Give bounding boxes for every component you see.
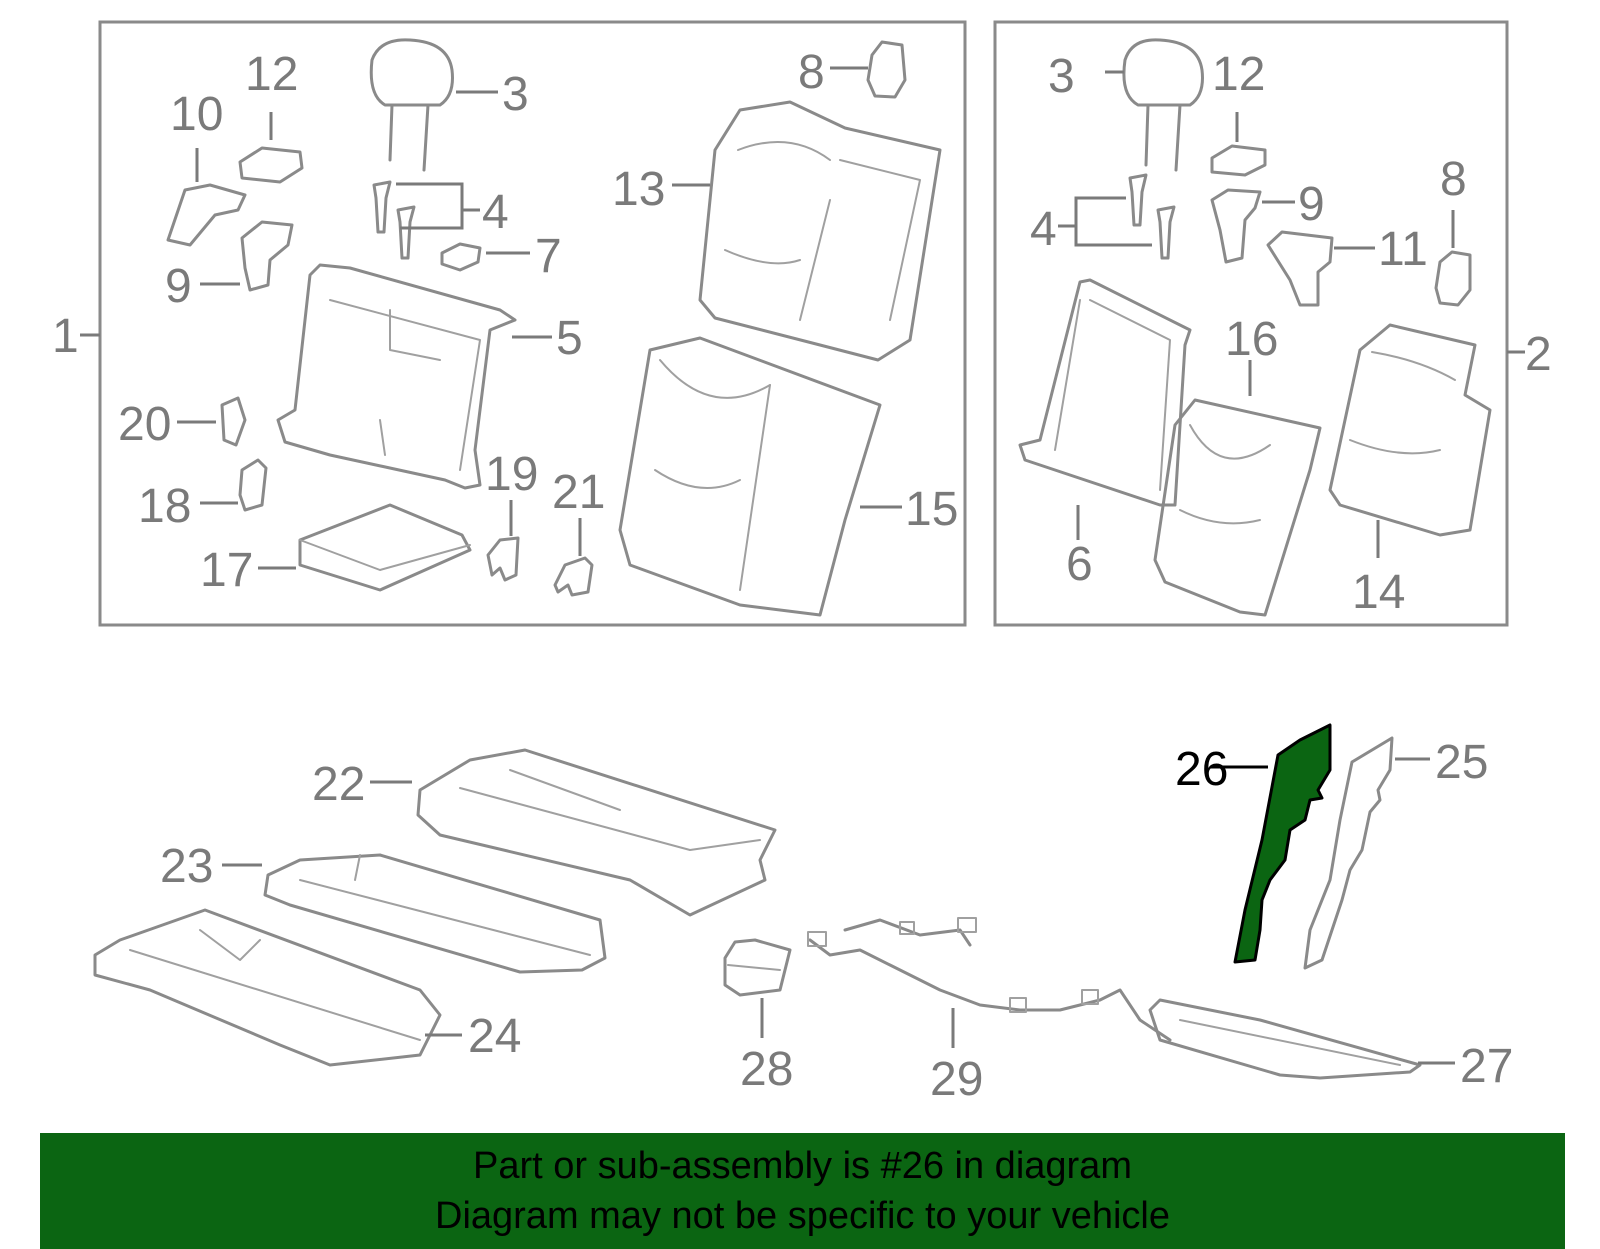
part-14-seatback-cover-right <box>1328 323 1492 537</box>
label-17: 17 <box>200 544 253 597</box>
label-22: 22 <box>312 758 365 811</box>
callout-arrows <box>177 66 1455 1065</box>
part-8-latch-right <box>1434 250 1472 307</box>
label-23: 23 <box>160 840 213 893</box>
label-6: 6 <box>1066 538 1093 591</box>
label-10: 10 <box>170 88 223 141</box>
label-13: 13 <box>612 163 665 216</box>
part-12-escutcheon-left <box>238 146 304 184</box>
part-20-clip <box>220 396 247 447</box>
part-4-guides-left <box>372 180 416 260</box>
part-11-bracket <box>1266 230 1334 307</box>
part-15-seatback-cushion-left <box>618 336 882 617</box>
label-3-left: 3 <box>502 68 529 121</box>
part-21-bracket <box>553 556 594 597</box>
group-box-2 <box>993 20 1509 627</box>
part-19-bracket <box>486 536 520 582</box>
label-12-right: 12 <box>1212 48 1265 101</box>
label-28: 28 <box>740 1043 793 1096</box>
label-21: 21 <box>552 466 605 519</box>
label-7: 7 <box>535 230 562 283</box>
part-24-seat-cushion-frame <box>93 908 442 1067</box>
label-26-highlighted: 26 <box>1175 743 1228 796</box>
part-6-seatback-frame-right <box>1018 278 1192 507</box>
part-13-seatback-cover-left <box>698 100 942 362</box>
label-27: 27 <box>1460 1040 1513 1093</box>
label-25: 25 <box>1435 736 1488 789</box>
label-8-right: 8 <box>1440 153 1467 206</box>
part-3-headrest-right <box>1122 38 1204 172</box>
part-25-trim-panel <box>1303 736 1394 970</box>
label-14: 14 <box>1352 566 1405 619</box>
part-5-seatback-frame-left <box>276 263 517 490</box>
label-5: 5 <box>556 312 583 365</box>
label-20: 20 <box>118 398 171 451</box>
part-4-guides-right <box>1128 173 1176 260</box>
banner-line-1: Part or sub-assembly is #26 in diagram <box>473 1145 1132 1187</box>
label-3-right: 3 <box>1048 50 1075 103</box>
part-7-cover <box>440 242 482 272</box>
label-4-left: 4 <box>482 186 509 239</box>
label-11: 11 <box>1378 223 1428 276</box>
part-9-bracket-right <box>1210 188 1262 264</box>
part-16-cushion-right <box>1153 398 1322 617</box>
label-15: 15 <box>905 483 958 536</box>
part-10-bracket-left <box>166 183 247 247</box>
label-2: 2 <box>1525 328 1552 381</box>
part-17-pad <box>298 503 472 592</box>
label-8-left: 8 <box>798 46 825 99</box>
part-22-seat-cushion-cover <box>416 748 777 917</box>
part-23-seat-cushion-pad <box>263 853 607 974</box>
part-18-clip <box>238 458 268 512</box>
part-29-wiring-harness <box>807 917 1172 1042</box>
part-9-bracket-left <box>240 220 294 292</box>
banner-line-2: Diagram may not be specific to your vehi… <box>435 1195 1170 1237</box>
label-24: 24 <box>468 1010 521 1063</box>
label-1: 1 <box>52 310 79 363</box>
part-8-latch-left <box>866 40 907 99</box>
part-28-module <box>723 938 792 997</box>
label-12-left: 12 <box>245 48 298 101</box>
label-16: 16 <box>1225 313 1278 366</box>
label-29: 29 <box>930 1053 983 1106</box>
group-box-1 <box>98 20 967 627</box>
label-18: 18 <box>138 480 191 533</box>
label-9-left: 9 <box>165 260 192 313</box>
label-9-right: 9 <box>1298 178 1325 231</box>
part-27-module-assembly <box>1148 998 1422 1080</box>
part-info-banner: Part or sub-assembly is #26 in diagram D… <box>40 1133 1565 1249</box>
callout-labels: 1 2 3 12 10 4 7 9 5 20 18 17 19 21 8 13 … <box>52 46 1552 1106</box>
part-12-escutcheon-right <box>1210 144 1267 177</box>
part-26-trim-panel-highlighted <box>1233 723 1332 964</box>
part-3-headrest-left <box>369 38 454 172</box>
label-4-right: 4 <box>1030 203 1057 256</box>
label-19: 19 <box>485 448 538 501</box>
